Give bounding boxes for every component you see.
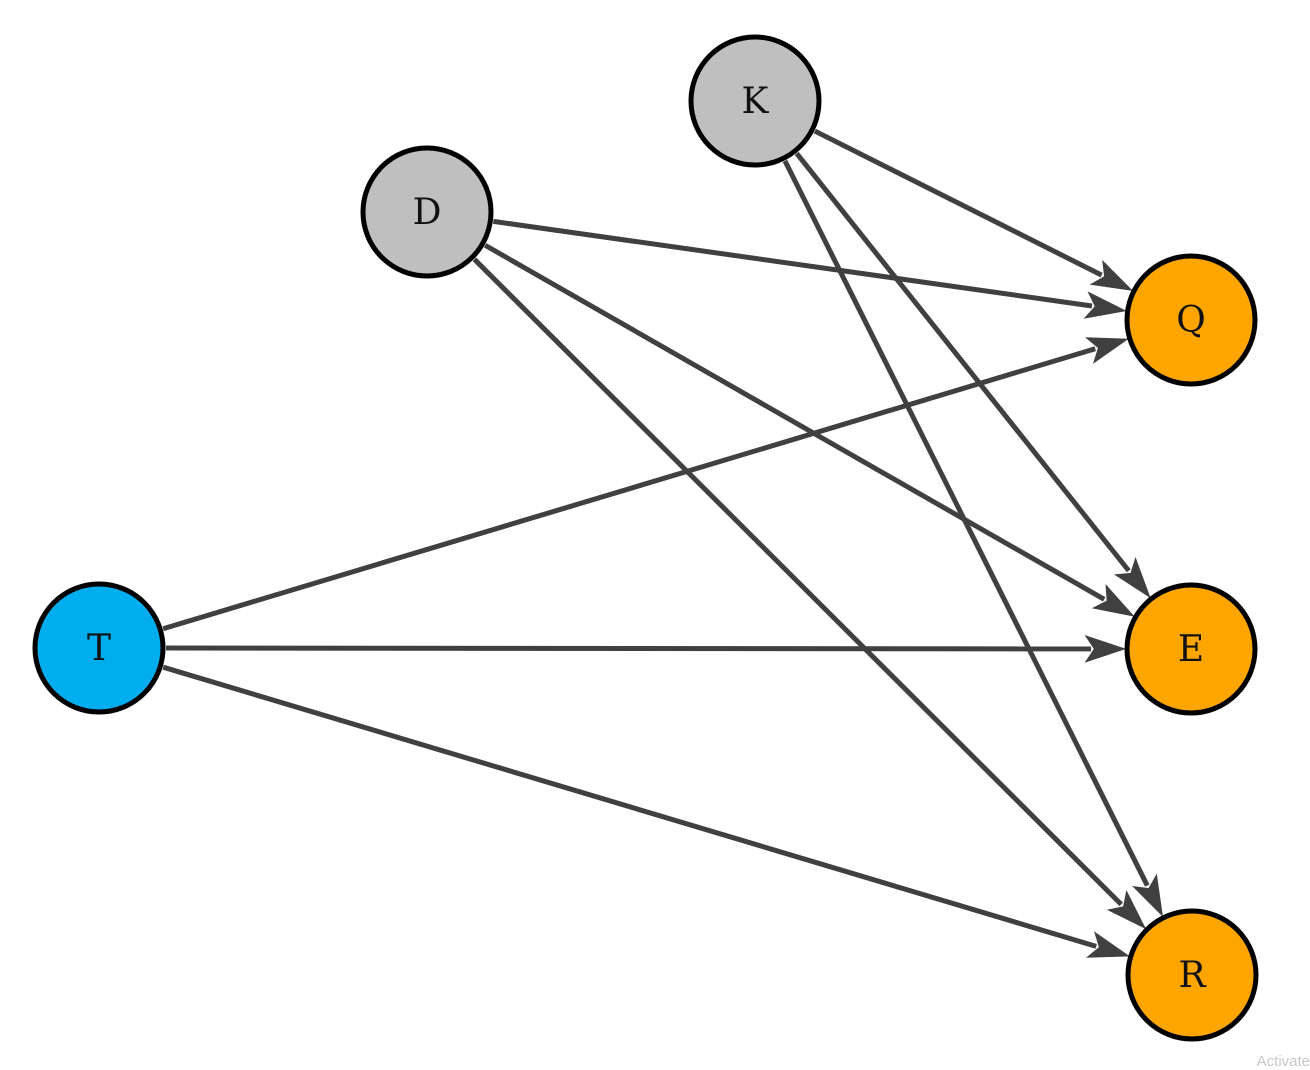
edge-line (162, 346, 1096, 632)
arrowhead-icon (1132, 873, 1164, 918)
node-circle (1124, 253, 1258, 387)
node-circle (32, 581, 166, 715)
edge-d-to-q (492, 218, 1127, 319)
node-e: E (1124, 582, 1258, 716)
edge-d-to-e (483, 243, 1135, 617)
edge-t-to-q (162, 337, 1129, 632)
edge-k-to-e (794, 151, 1151, 599)
edge-line (794, 151, 1131, 573)
arrowhead-icon (1084, 635, 1127, 663)
edge-t-to-r (162, 664, 1130, 958)
edge-line (483, 243, 1106, 602)
node-circle (360, 145, 494, 279)
edges-layer (162, 128, 1164, 958)
edge-k-to-q (813, 128, 1134, 291)
node-t: T (32, 581, 166, 715)
node-q: Q (1124, 253, 1258, 387)
node-label: R (1178, 955, 1206, 996)
arrowhead-icon (1086, 931, 1130, 958)
arrowhead-icon (1089, 259, 1134, 291)
node-circle (1125, 908, 1259, 1042)
node-d: D (360, 145, 494, 279)
arrowhead-icon (1083, 291, 1127, 319)
edge-t-to-e (165, 635, 1127, 663)
node-label: T (87, 628, 111, 669)
edge-line (813, 128, 1103, 278)
arrowhead-icon (1084, 337, 1129, 364)
arrowhead-icon (1113, 557, 1151, 599)
edge-line (492, 218, 1093, 309)
node-k: K (688, 34, 822, 168)
node-label: E (1178, 629, 1204, 670)
node-circle (688, 34, 822, 168)
arrowhead-icon (1106, 890, 1147, 930)
edge-d-to-r (472, 257, 1147, 930)
node-circle (1124, 582, 1258, 716)
edge-line (165, 645, 1092, 652)
node-label: Q (1176, 300, 1206, 341)
edge-line (162, 664, 1097, 949)
watermark-text: Activate (1256, 1053, 1310, 1070)
nodes-layer: K D Q E R T (32, 34, 1259, 1042)
node-label: K (742, 81, 770, 122)
arrowhead-icon (1091, 584, 1135, 617)
edge-line (472, 257, 1123, 907)
node-r: R (1125, 908, 1259, 1042)
node-label: D (413, 192, 442, 233)
